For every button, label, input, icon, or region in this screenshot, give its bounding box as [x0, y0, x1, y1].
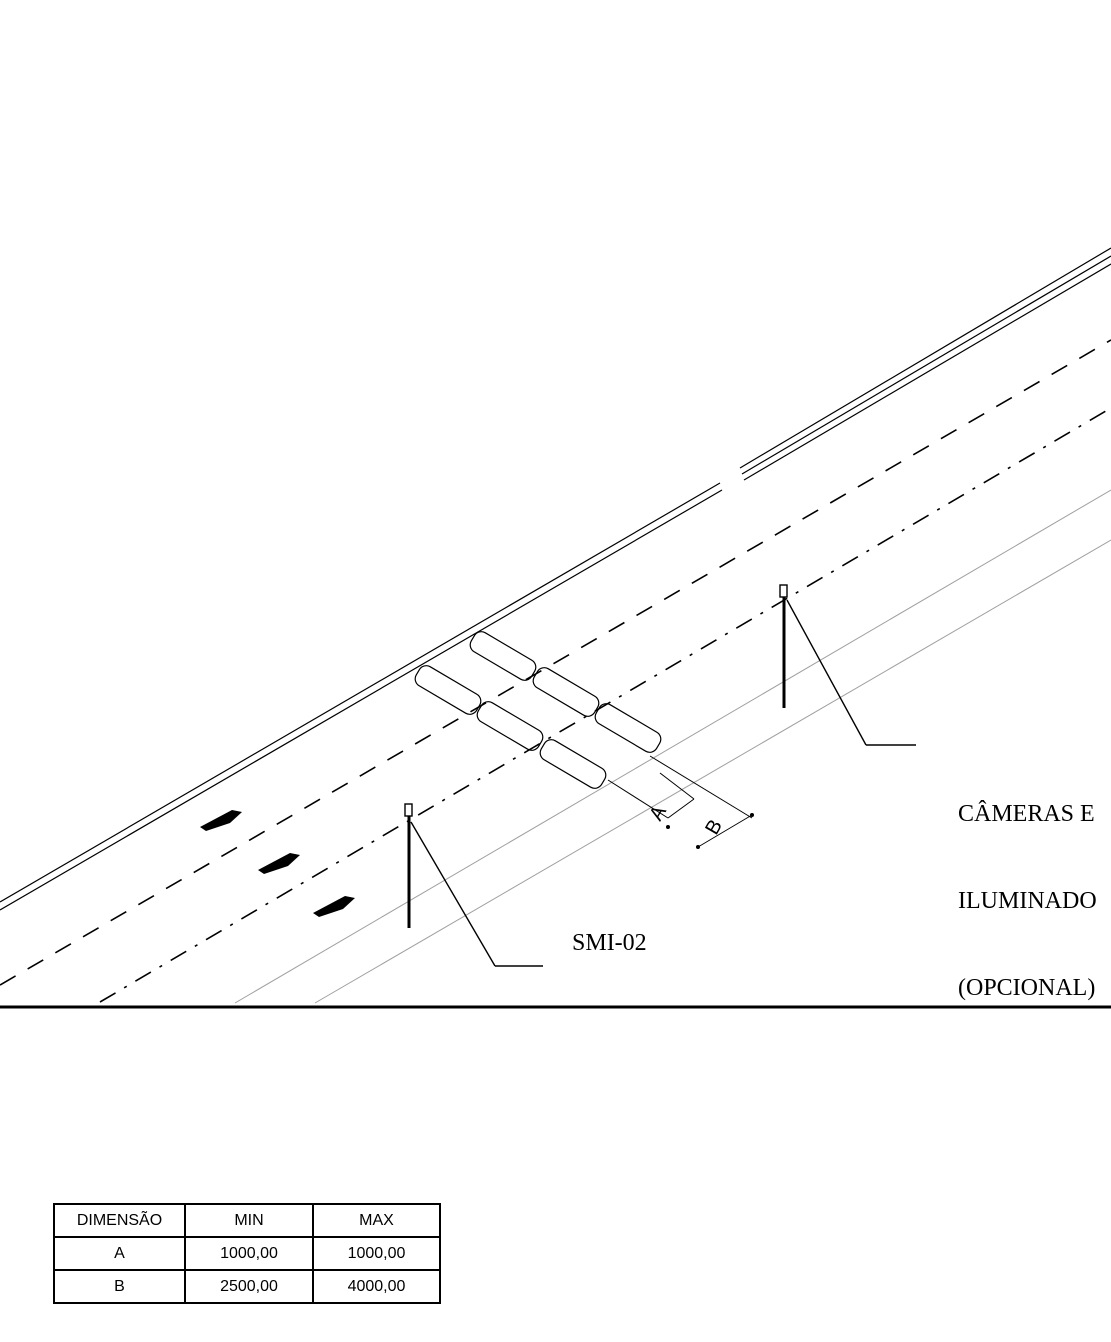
table-row: A 1000,00 1000,00 [53, 1236, 441, 1271]
dimension-b-mark: B [701, 816, 727, 839]
road-edge-lines [0, 247, 1111, 911]
camera-post [779, 584, 916, 746]
detector-loop [532, 667, 600, 717]
dimension-a-mark: A [645, 801, 671, 824]
detector-loop [469, 631, 537, 681]
table-header-row: DIMENSÃO MIN MAX [53, 1203, 441, 1238]
camera-callout-line-3: (OPCIONAL) [958, 975, 1096, 1001]
camera-callout-line-1: CÂMERAS E [958, 801, 1095, 827]
table-row: B 2500,00 4000,00 [53, 1269, 441, 1304]
header-max: MAX [312, 1203, 441, 1238]
direction-arrow [313, 896, 355, 917]
dimensions-table: DIMENSÃO MIN MAX A 1000,00 1000,00 B 250… [53, 1203, 441, 1304]
direction-arrow [258, 853, 300, 874]
row-b-min: 2500,00 [184, 1269, 314, 1304]
detector-loops [414, 631, 662, 789]
detector-loop [414, 665, 482, 715]
row-b-max: 4000,00 [312, 1269, 441, 1304]
detector-loop [476, 701, 544, 751]
sign-post [404, 803, 543, 967]
header-dimension: DIMENSÃO [53, 1203, 186, 1238]
row-a-min: 1000,00 [184, 1236, 314, 1271]
direction-arrow [200, 810, 242, 831]
dimension-lines [607, 755, 753, 848]
road-thin-lines [234, 489, 1111, 1004]
direction-arrows [200, 810, 355, 917]
camera-callout-line-2: ILUMINADO [958, 888, 1097, 914]
camera-callout-label: CÂMERAS E ILUMINADO (OPCIONAL) [958, 742, 1097, 1032]
header-min: MIN [184, 1203, 314, 1238]
detector-loop [539, 739, 607, 789]
sign-callout-label: SMI-02 [572, 930, 647, 956]
row-b-dimension: B [53, 1269, 186, 1304]
row-a-max: 1000,00 [312, 1236, 441, 1271]
row-a-dimension: A [53, 1236, 186, 1271]
detector-loop [594, 703, 662, 753]
dimension-points [666, 813, 754, 849]
lane-divider-lines [0, 339, 1111, 1003]
